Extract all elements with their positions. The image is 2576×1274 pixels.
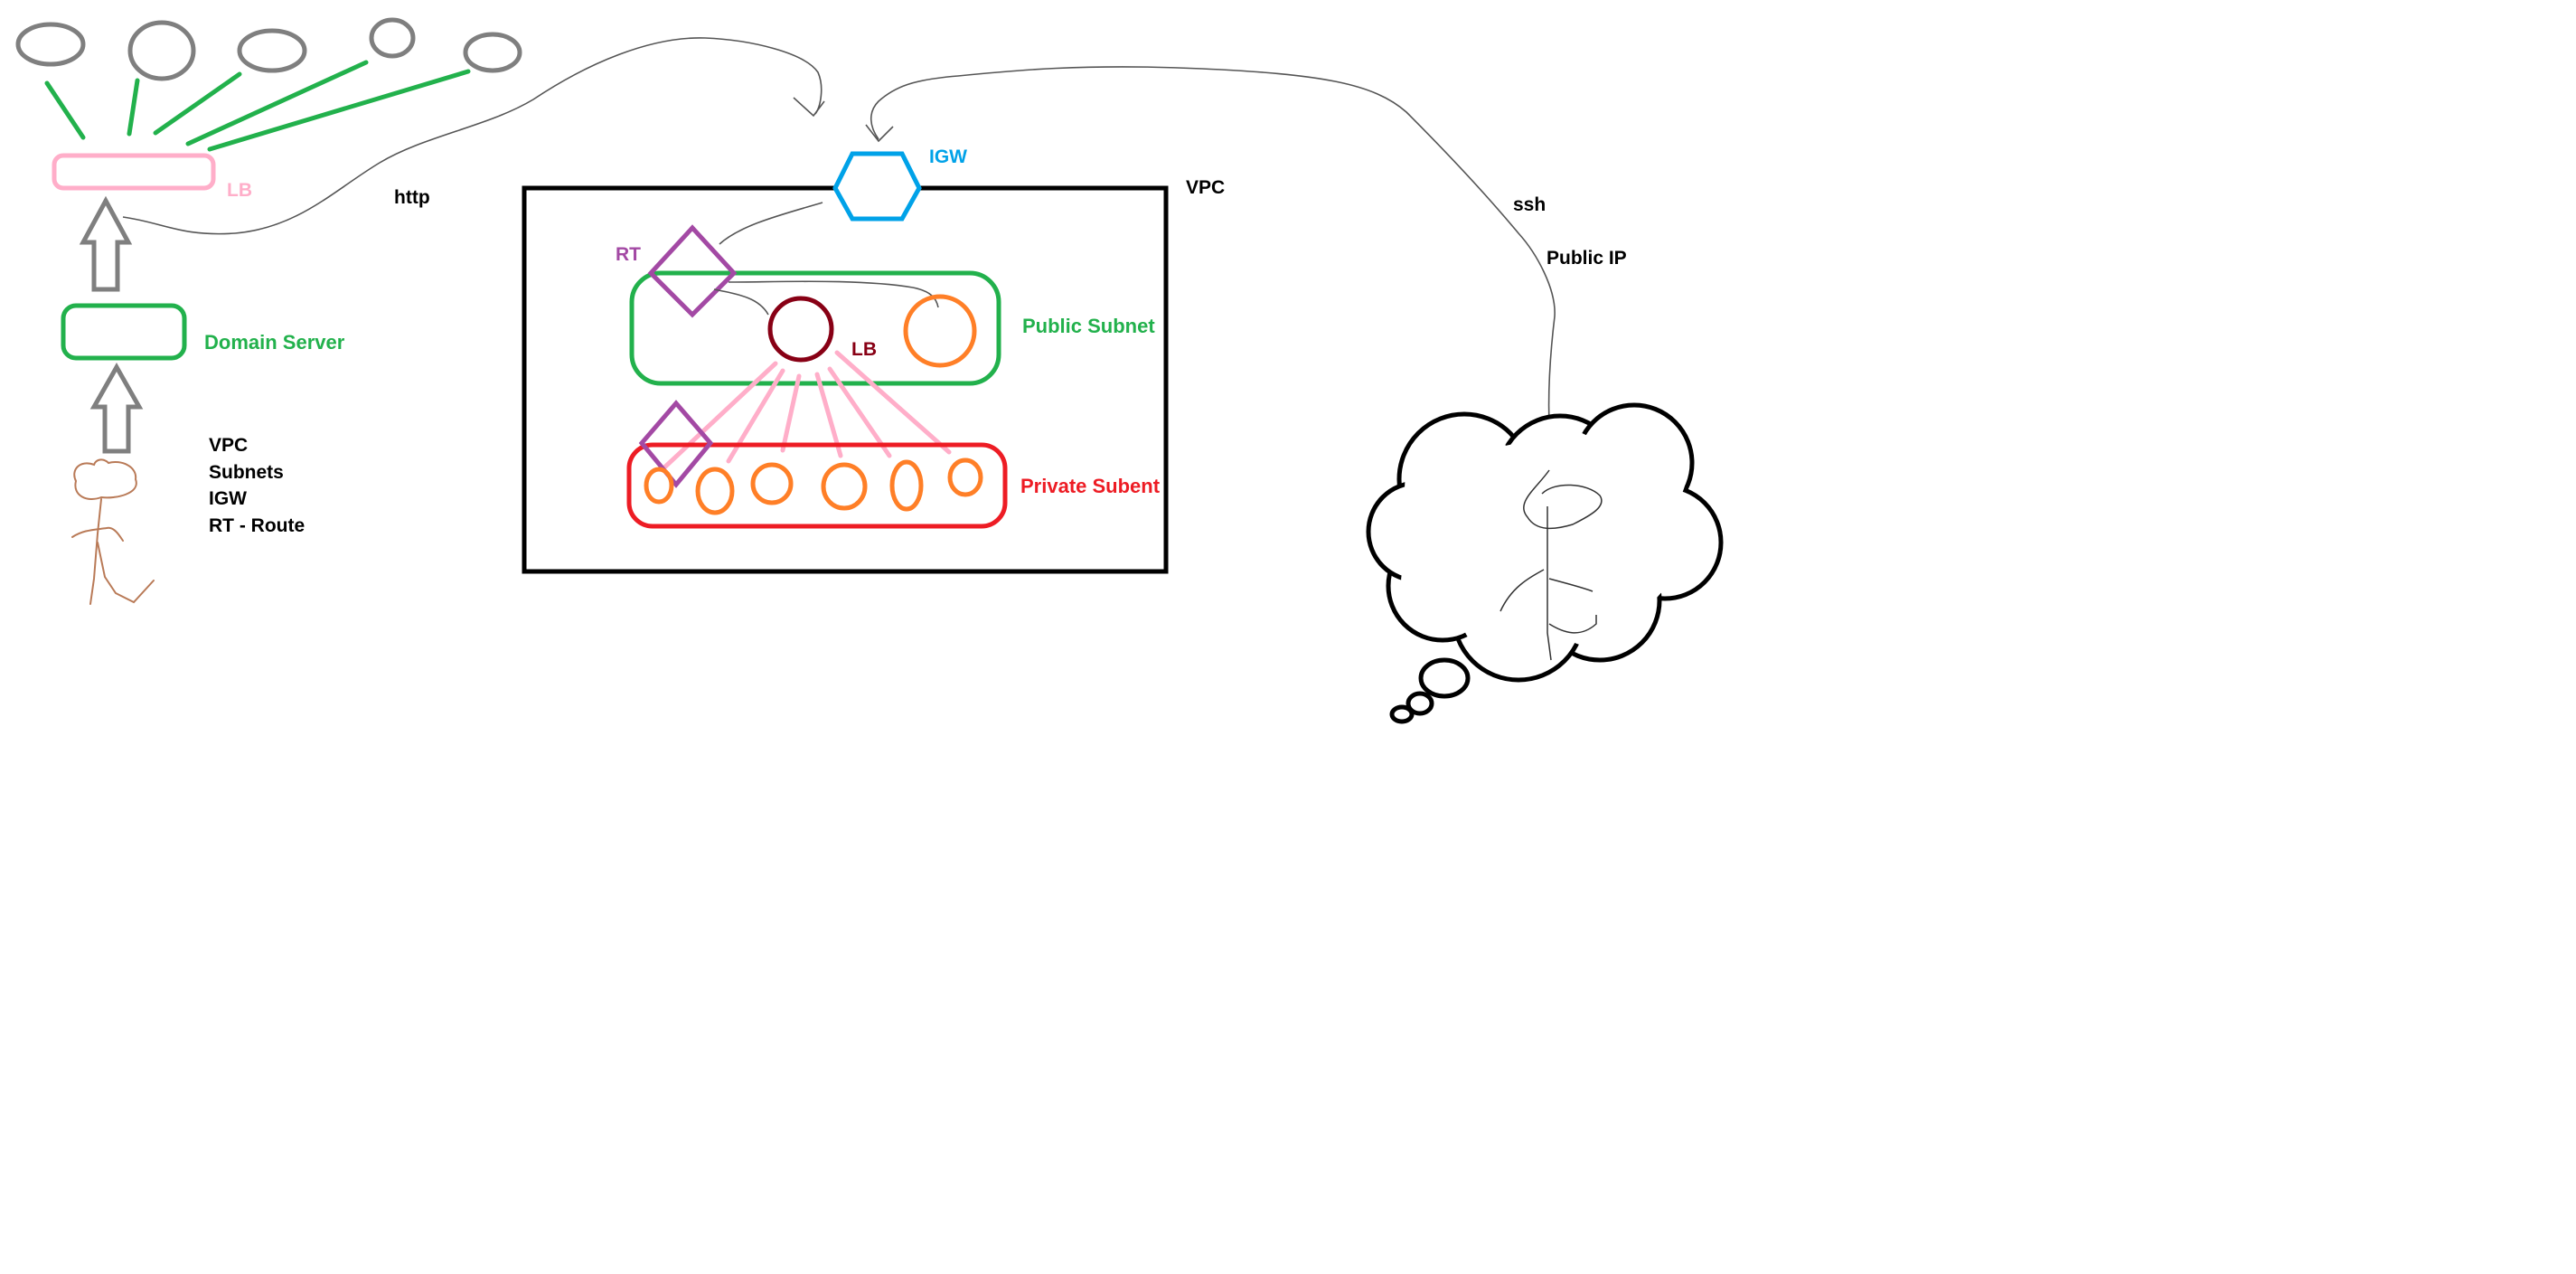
client-oval <box>463 32 522 73</box>
inner-load-balancer <box>767 296 834 363</box>
client-oval <box>237 28 307 73</box>
rt-diamond-public <box>647 224 738 318</box>
cloud-bubble <box>1418 657 1471 699</box>
note-item: Subnets <box>209 462 284 483</box>
client-link <box>44 80 86 140</box>
igw-label: IGW <box>929 146 967 167</box>
private-instance <box>889 459 924 512</box>
public-subnet-label: Public Subnet <box>1022 315 1155 337</box>
vpc-label: VPC <box>1186 177 1225 198</box>
lb-private-link <box>827 366 892 458</box>
client-link <box>207 69 471 152</box>
domain-server-label: Domain Server <box>204 331 345 354</box>
lb-private-link <box>780 373 802 453</box>
cloud-bubble <box>1389 704 1415 724</box>
ssh-label: ssh <box>1513 194 1546 215</box>
http-label: http <box>394 187 430 208</box>
client-link <box>185 60 369 146</box>
domain-server-box <box>61 303 187 361</box>
client-ovals <box>15 17 522 81</box>
lb-to-private-links <box>661 350 952 471</box>
user-body <box>89 498 102 605</box>
private-instance <box>644 467 674 505</box>
user-arm <box>71 526 124 542</box>
lb-private-link <box>834 350 952 455</box>
client-link <box>153 71 242 136</box>
cloud-core <box>1381 488 1468 575</box>
private-instance <box>947 458 983 497</box>
client-connections <box>44 60 471 152</box>
notes-list: VPC Subnets IGW RT - Route <box>209 435 305 536</box>
cloud-scribble <box>1547 539 1552 661</box>
note-item: VPC <box>209 435 248 456</box>
private-instance <box>695 467 735 515</box>
cloud-bubble <box>1406 691 1434 716</box>
private-instances <box>644 458 983 515</box>
cloud-scribbles <box>1500 469 1603 661</box>
http-arrowhead <box>793 97 825 118</box>
cloud-trail <box>1389 657 1471 724</box>
client-oval <box>369 17 416 59</box>
note-item: IGW <box>209 488 247 509</box>
rt-lb-link <box>713 288 769 316</box>
private-instance <box>821 462 868 511</box>
cloud-scribble <box>1500 569 1545 612</box>
igw-hexagon <box>832 151 922 222</box>
client-oval <box>127 20 196 81</box>
cloud-scribble <box>1548 578 1594 592</box>
ssh-connection <box>870 66 1556 467</box>
private-subnet-label: Private Subent <box>1020 475 1161 497</box>
ssh-arrowhead <box>865 124 894 143</box>
igw-rt-link <box>719 202 823 245</box>
user-leg <box>97 542 155 604</box>
rt-label: RT <box>616 244 641 265</box>
top-load-balancer <box>52 153 216 191</box>
public-ip-label: Public IP <box>1547 248 1627 269</box>
public-subnet-box <box>629 270 1001 386</box>
up-arrow-to-lb <box>79 195 133 292</box>
note-item: RT - Route <box>209 515 305 536</box>
private-subnet-box <box>626 442 1008 529</box>
cloud-scribble <box>1548 615 1597 634</box>
rt-diamond-private <box>638 400 714 488</box>
private-instance <box>750 462 794 505</box>
rt-instance-link <box>728 280 939 308</box>
cloud-fill <box>1381 420 1708 665</box>
lb-private-link <box>661 361 778 471</box>
top-lb-label: LB <box>227 180 252 201</box>
public-instance <box>903 294 977 368</box>
user-stick-figure <box>71 458 155 605</box>
client-oval <box>15 22 86 67</box>
http-connection <box>122 37 823 235</box>
up-arrow-to-domain-server <box>89 362 144 454</box>
user-head <box>73 458 137 500</box>
inner-lb-label: LB <box>851 339 877 360</box>
cloud-scribble <box>1523 469 1603 530</box>
client-link <box>127 78 140 137</box>
lb-private-link <box>814 372 843 458</box>
